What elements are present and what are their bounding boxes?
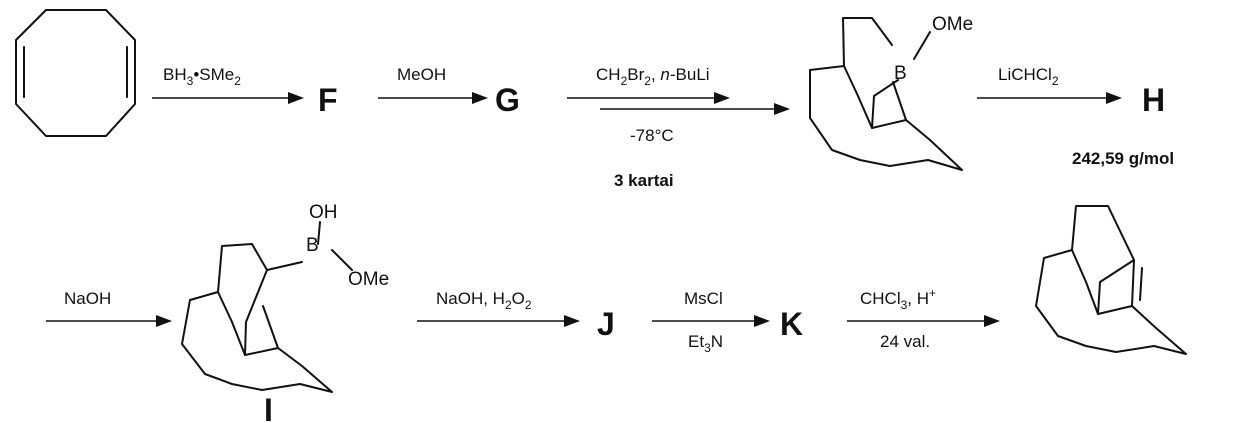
arrow-step-1 bbox=[152, 92, 304, 104]
compound-G: G bbox=[495, 82, 520, 118]
arrow-step-8 bbox=[847, 315, 1000, 327]
hydroxyl-group: OH bbox=[309, 202, 338, 223]
cyclooctadiene-structure bbox=[15, 9, 136, 137]
boron-atom-I: B bbox=[306, 235, 319, 256]
arrow-step-5 bbox=[46, 315, 172, 327]
compound-I-structure: OH B OMe bbox=[181, 202, 389, 393]
compound-H: H bbox=[1142, 82, 1165, 118]
note-repeat-times: 3 kartai bbox=[614, 171, 674, 190]
reagent-lichcl2: LiCHCl2 bbox=[998, 65, 1059, 88]
arrow-step-3 bbox=[567, 92, 790, 115]
arrow-step-4 bbox=[977, 92, 1122, 104]
reagent-triethylamine: Et3N bbox=[688, 332, 723, 355]
condition-time: 24 val. bbox=[880, 332, 930, 351]
reagent-sodium-hydroxide: NaOH bbox=[64, 289, 111, 308]
condition-temperature: -78°C bbox=[630, 126, 674, 145]
compound-J: J bbox=[597, 306, 615, 342]
compound-F: F bbox=[318, 82, 338, 118]
borinate-bicyclic-structure: B OMe bbox=[809, 14, 973, 171]
reagent-mesyl-chloride: MsCl bbox=[684, 289, 723, 308]
reagent-methanol: MeOH bbox=[397, 65, 446, 84]
reagent-peroxide: NaOH, H2O2 bbox=[436, 289, 532, 312]
arrow-step-6 bbox=[417, 315, 580, 327]
boron-atom: B bbox=[894, 63, 907, 84]
methoxy-group-I: OMe bbox=[348, 269, 389, 290]
compound-K: K bbox=[780, 306, 803, 342]
compound-I: I bbox=[264, 392, 273, 423]
arrow-step-7 bbox=[652, 315, 770, 327]
bicyclic-alkene-structure bbox=[1035, 205, 1187, 355]
reagent-dibromomethane-buli: CH2Br2, n-BuLi bbox=[596, 65, 710, 88]
methoxy-group: OMe bbox=[932, 14, 973, 35]
arrow-step-2 bbox=[378, 92, 488, 104]
reagent-borane: BH3•SMe2 bbox=[163, 65, 241, 88]
molar-mass-H: 242,59 g/mol bbox=[1072, 149, 1174, 168]
reagent-acid-chloroform: CHCl3, H+ bbox=[860, 286, 936, 312]
